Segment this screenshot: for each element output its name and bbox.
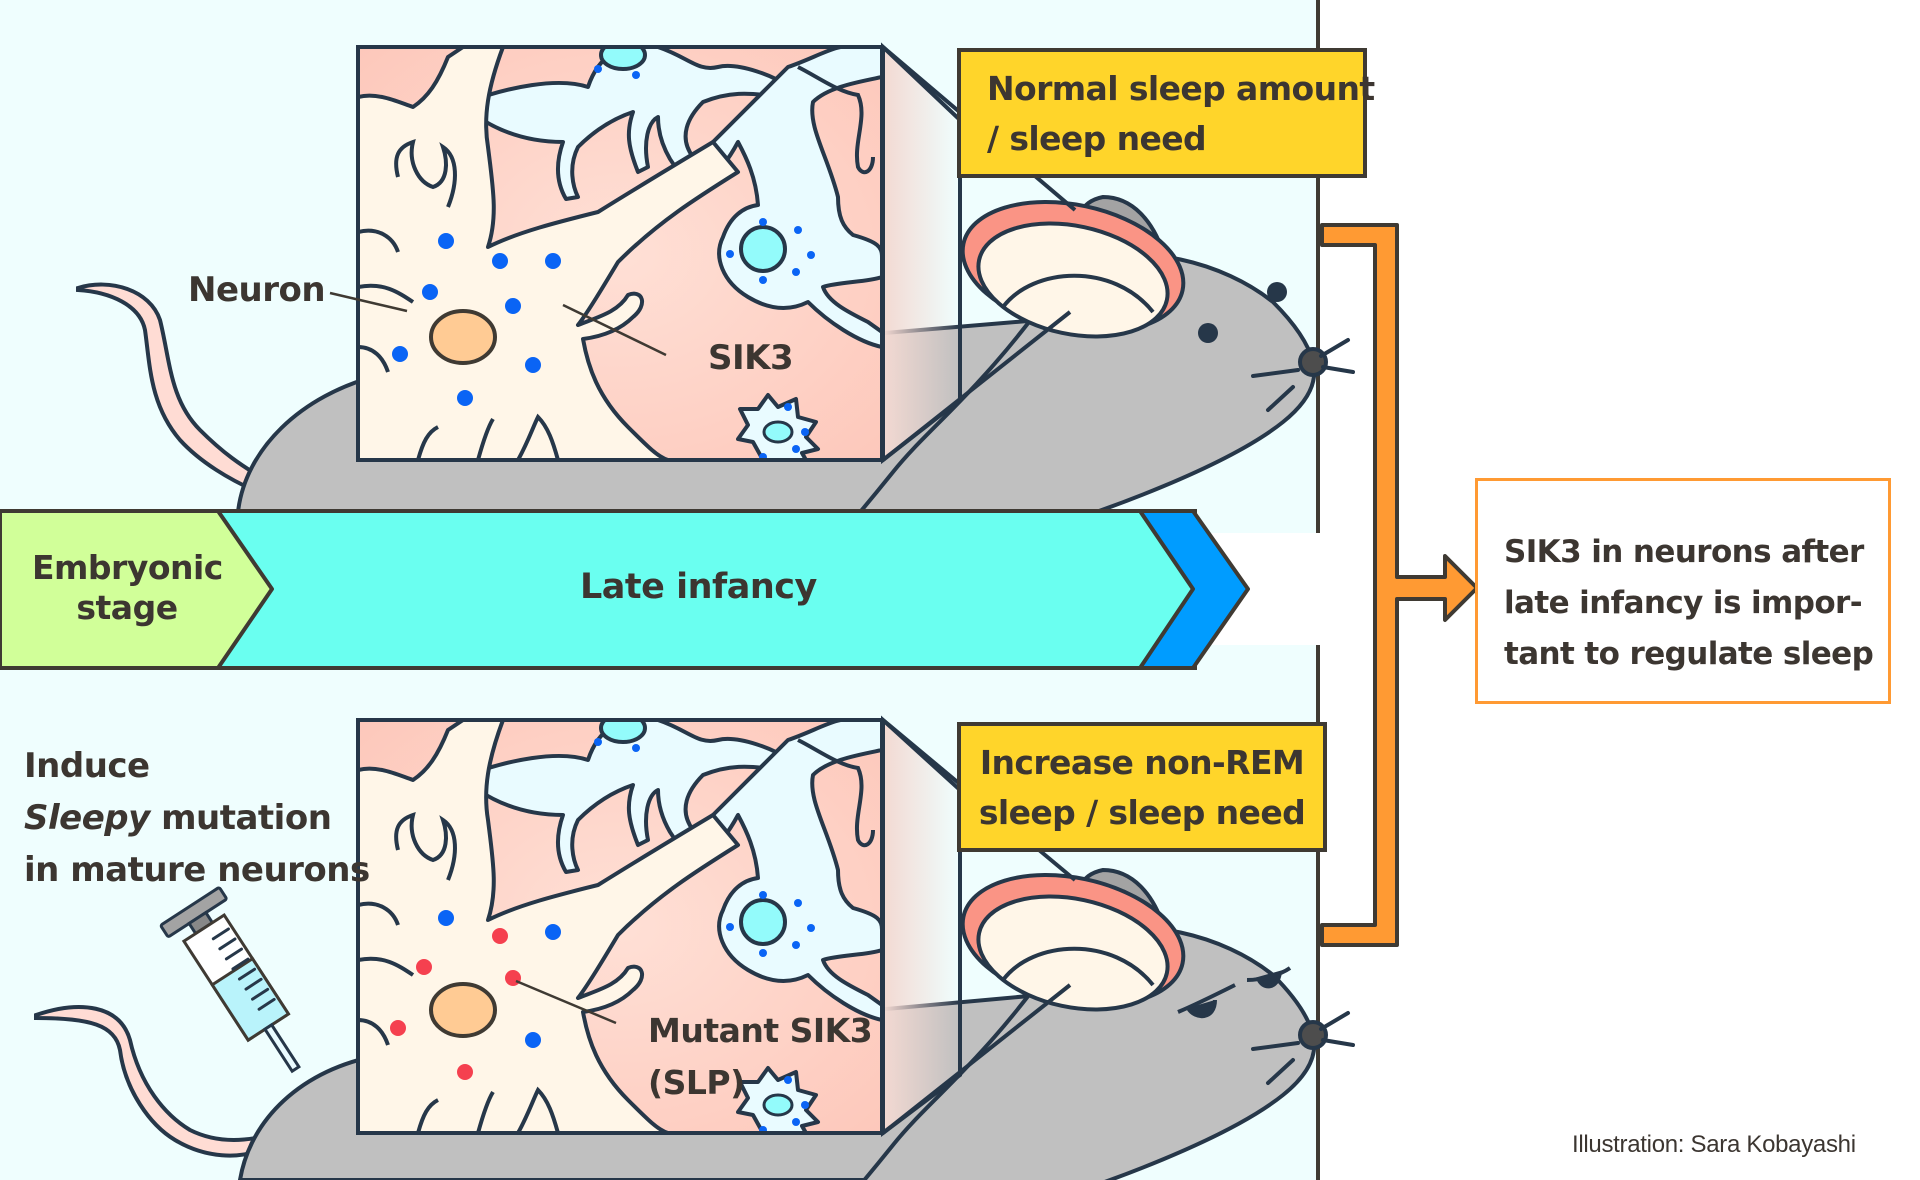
intervention-line1: Induce bbox=[24, 746, 150, 786]
mutant-leader-line bbox=[515, 979, 617, 1025]
sik3-label: SIK3 bbox=[708, 338, 794, 378]
mouse-eye-sleepy bbox=[1177, 983, 1236, 1019]
sleepy-italic: Sleepy bbox=[24, 798, 150, 838]
neuron-inset-normal bbox=[358, 47, 882, 460]
result-label-increase-text: Increase non-REM sleep / sleep need bbox=[961, 738, 1323, 838]
sik3-dots bbox=[392, 233, 561, 406]
timeline-chevron bbox=[1138, 509, 1250, 670]
neuron-inset-mutant bbox=[358, 720, 882, 1133]
neuron-label: Neuron bbox=[188, 270, 326, 310]
timeline-embryonic bbox=[0, 509, 274, 670]
timeline-stage-embryonic-line2: stage bbox=[76, 588, 178, 627]
illustration-credit: Illustration: Sara Kobayashi bbox=[1572, 1131, 1856, 1158]
timeline-bar bbox=[0, 509, 1250, 670]
intervention-line2-rest: mutation bbox=[149, 798, 332, 838]
result-label-increase-line1: Increase non-REM bbox=[979, 743, 1305, 782]
timeline-stage-embryonic-line1: Embryonic bbox=[32, 548, 223, 587]
timeline-stage-late-infancy: Late infancy bbox=[580, 567, 817, 607]
conclusion-line2: late infancy is impor- bbox=[1504, 585, 1863, 621]
result-label-normal-line1: Normal sleep amount bbox=[987, 69, 1375, 108]
neuron-leader-line bbox=[329, 291, 408, 313]
mouse-eye bbox=[1267, 282, 1287, 302]
sik3-dots bbox=[438, 910, 561, 1048]
result-label-increase-line2: sleep / sleep need bbox=[978, 793, 1306, 832]
result-label-normal: Normal sleep amount / sleep need bbox=[957, 48, 1375, 178]
arrow-right-icon bbox=[1320, 223, 1479, 947]
timeline-stage-embryonic: Embryonic stage bbox=[32, 548, 223, 628]
intervention-line2: Sleepy mutation bbox=[24, 792, 370, 844]
mutant-sik3-line2: (SLP) bbox=[648, 1063, 745, 1102]
result-label-increase: Increase non-REM sleep / sleep need bbox=[957, 722, 1327, 852]
mutant-sik3-line1: Mutant SIK3 bbox=[648, 1011, 873, 1050]
conclusion-line1: SIK3 in neurons after bbox=[1504, 534, 1864, 570]
mutant-sik3-dots bbox=[390, 928, 521, 1080]
result-label-normal-text: Normal sleep amount / sleep need bbox=[987, 64, 1375, 164]
mouse-eye bbox=[1198, 323, 1218, 343]
zoom-projection bbox=[881, 42, 962, 465]
conclusion-box: SIK3 in neurons after late infancy is im… bbox=[1475, 478, 1891, 704]
result-label-normal-line2: / sleep need bbox=[987, 119, 1207, 158]
conclusion-line3: tant to regulate sleep bbox=[1504, 636, 1874, 672]
sik3-leader-line bbox=[562, 303, 667, 357]
mouse-eye-sleepy bbox=[1246, 966, 1292, 989]
conclusion-text: SIK3 in neurons after late infancy is im… bbox=[1504, 527, 1874, 680]
intervention-text: Induce Sleepy mutation in mature neurons bbox=[24, 740, 370, 896]
syringe-icon bbox=[159, 886, 301, 1074]
zoom-projection bbox=[881, 715, 962, 1138]
mutant-sik3-label: Mutant SIK3 (SLP) bbox=[648, 1005, 873, 1109]
intervention-line3: in mature neurons bbox=[24, 850, 370, 890]
